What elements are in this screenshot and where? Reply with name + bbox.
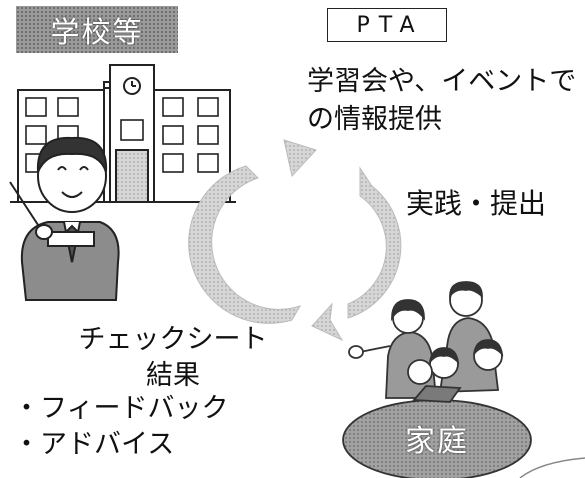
advice-item: ・アドバイス: [13, 429, 175, 460]
checksheet-result: チェックシート 結果: [58, 322, 288, 394]
cycle-arrows-icon: [188, 139, 402, 342]
decorative-edge: [519, 457, 585, 478]
feedback-item: ・フィードバック: [13, 393, 229, 424]
checksheet-line2: 結果: [146, 360, 200, 391]
pta-description: 学習会や、イベントで の情報提供: [307, 63, 582, 139]
pta-description-line2: の情報提供: [307, 104, 442, 135]
checksheet-line1: チェックシート: [78, 324, 268, 355]
school-label: 学校等: [16, 6, 178, 53]
pta-description-line1: 学習会や、イベントで: [307, 66, 577, 97]
teacher-illustration-icon: [9, 136, 120, 301]
school-building-icon: [10, 64, 236, 203]
pta-label: PTA: [327, 8, 447, 42]
home-label: 家庭: [405, 424, 469, 459]
practice-label: 実践・提出: [406, 187, 547, 220]
family-illustration-icon: [342, 281, 532, 478]
